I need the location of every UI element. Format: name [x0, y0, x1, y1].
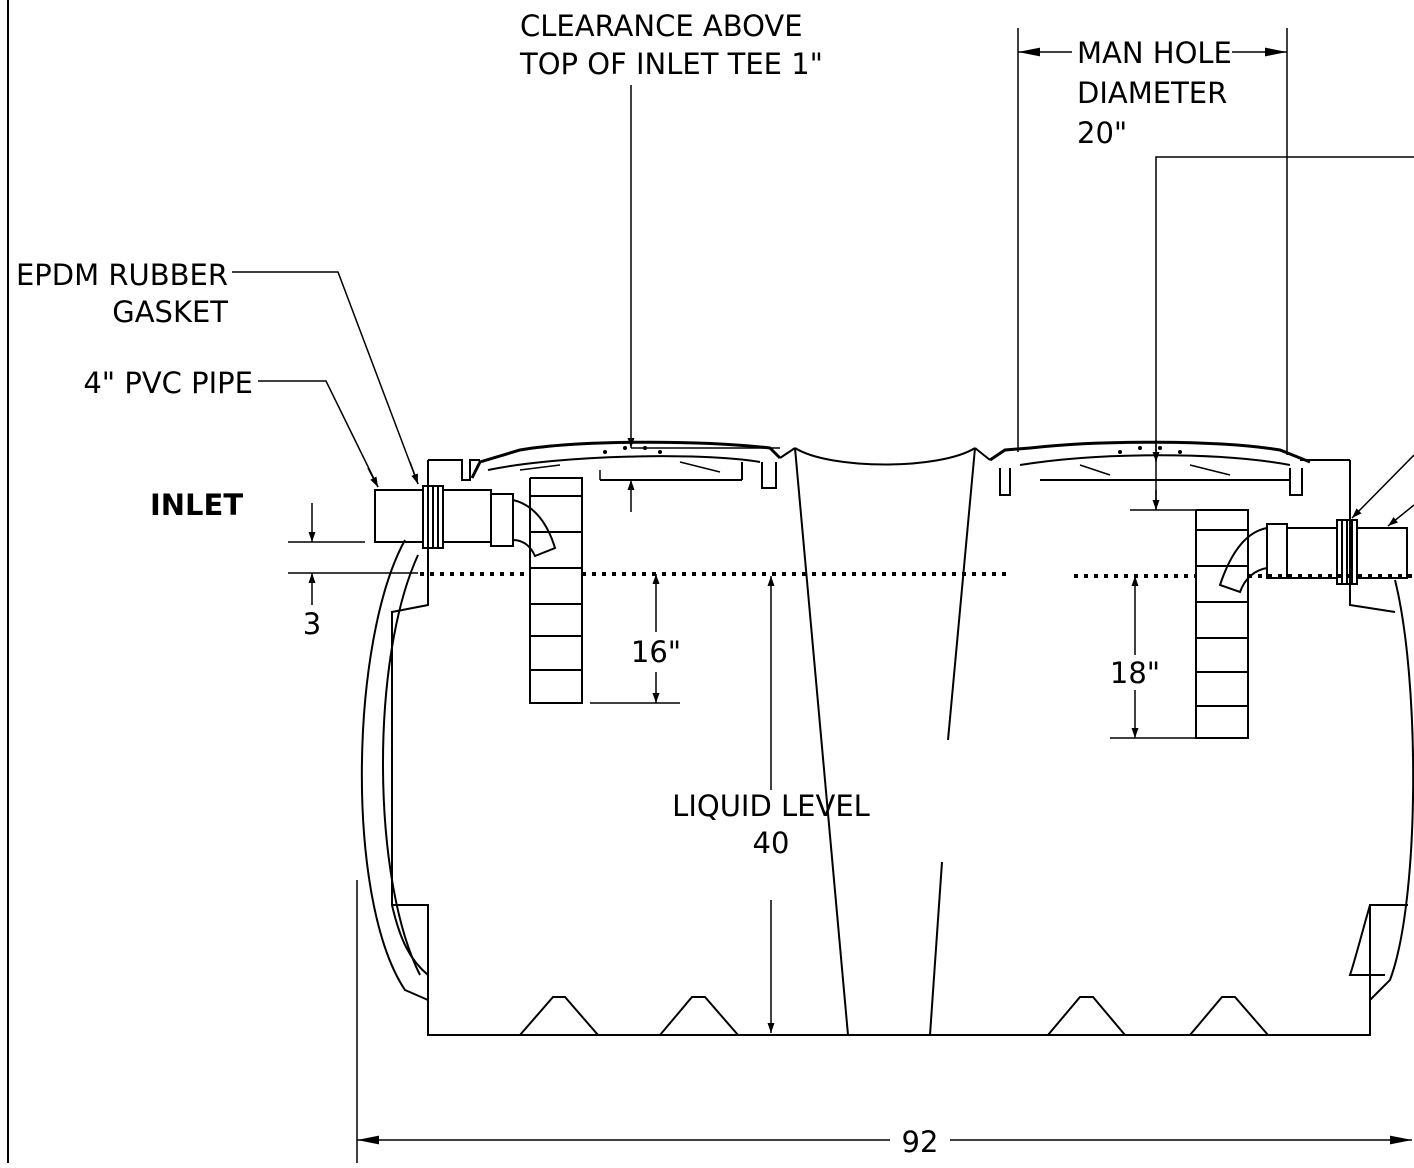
bottom-rib-1 [519, 996, 599, 1036]
width-label: 92 [902, 1125, 939, 1159]
right-manhole-lid [974, 440, 1311, 496]
right-lid-rib [1079, 464, 1231, 476]
tank-right-hull [1369, 579, 1414, 1001]
roof-left-edge [428, 459, 480, 481]
pipe-label: 4" PVC PIPE [83, 366, 253, 400]
inlet-baffle [529, 477, 583, 704]
outlet-pipe-assembly [1195, 509, 1408, 739]
outlet-tee-elbow [1218, 527, 1268, 594]
right-clearance-leader [1155, 156, 1414, 510]
tank-corner-left [391, 904, 429, 976]
baffle-right-upper [947, 447, 976, 741]
inlet-label: INLET [150, 488, 243, 522]
manhole-label-line3: 20" [1077, 116, 1127, 150]
right-lid-tab [974, 447, 991, 461]
tank-left-hull [360, 539, 429, 1001]
liquid-level-label-line1: LIQUID LEVEL [672, 789, 870, 823]
inlet-pvc-pipe [374, 489, 424, 543]
pipe-leader [258, 380, 379, 488]
outlet-tee-body [1286, 527, 1338, 579]
right-lid-clip-left [999, 468, 1011, 496]
left-lid-clip [761, 462, 777, 489]
outlet-tee-collar [1266, 523, 1288, 579]
liquid-level-label-line2: 40 [753, 826, 790, 860]
gasket-leader [232, 271, 419, 485]
tank-left-hull-inner [382, 554, 421, 976]
tank-body [360, 447, 1414, 1036]
manhole-label-line1: MAN HOLE [1077, 36, 1232, 70]
left-lid-inner [487, 455, 761, 471]
bottom-rib-3 [1047, 996, 1126, 1036]
outlet-pipe-leader [1387, 504, 1414, 527]
dim-18-label: 18" [1110, 656, 1160, 690]
left-lid-tab [779, 447, 796, 459]
tank-corner-right [1348, 904, 1385, 976]
baffle-left [794, 447, 849, 1036]
outlet-baffle [1195, 509, 1249, 739]
roof-center-curve [794, 447, 976, 466]
dim-3-label: 3 [303, 607, 321, 641]
tank-inner-wall [391, 460, 1408, 1036]
clearance-label-line1: CLEARANCE ABOVE [520, 9, 803, 43]
baffle-right-lower [929, 861, 943, 1036]
clearance-label-line2: TOP OF INLET TEE 1" [519, 47, 823, 81]
inlet-tee-elbow [512, 499, 557, 558]
manhole-label-line2: DIAMETER [1077, 76, 1227, 110]
right-lid-clip-right [1289, 468, 1303, 496]
tank-right-wall [1349, 460, 1396, 613]
left-lid-rib [519, 461, 721, 480]
left-manhole-lid [470, 440, 796, 489]
gasket-label-line1: EPDM RUBBER [16, 258, 228, 292]
inlet-tee-collar [490, 493, 514, 547]
inlet-pipe-assembly [374, 477, 583, 704]
right-lid-dome [989, 440, 1311, 464]
bottom-rib-4 [1189, 996, 1269, 1036]
bottom-rib-2 [659, 996, 739, 1036]
outlet-gasket-leader [1351, 454, 1414, 519]
outlet-pvc-pipe [1356, 527, 1408, 579]
right-lid-inner [1019, 454, 1291, 466]
inlet-tee-body [442, 489, 492, 543]
gasket-label-line2: GASKET [112, 295, 228, 329]
dim-16-label: 16" [631, 635, 681, 669]
